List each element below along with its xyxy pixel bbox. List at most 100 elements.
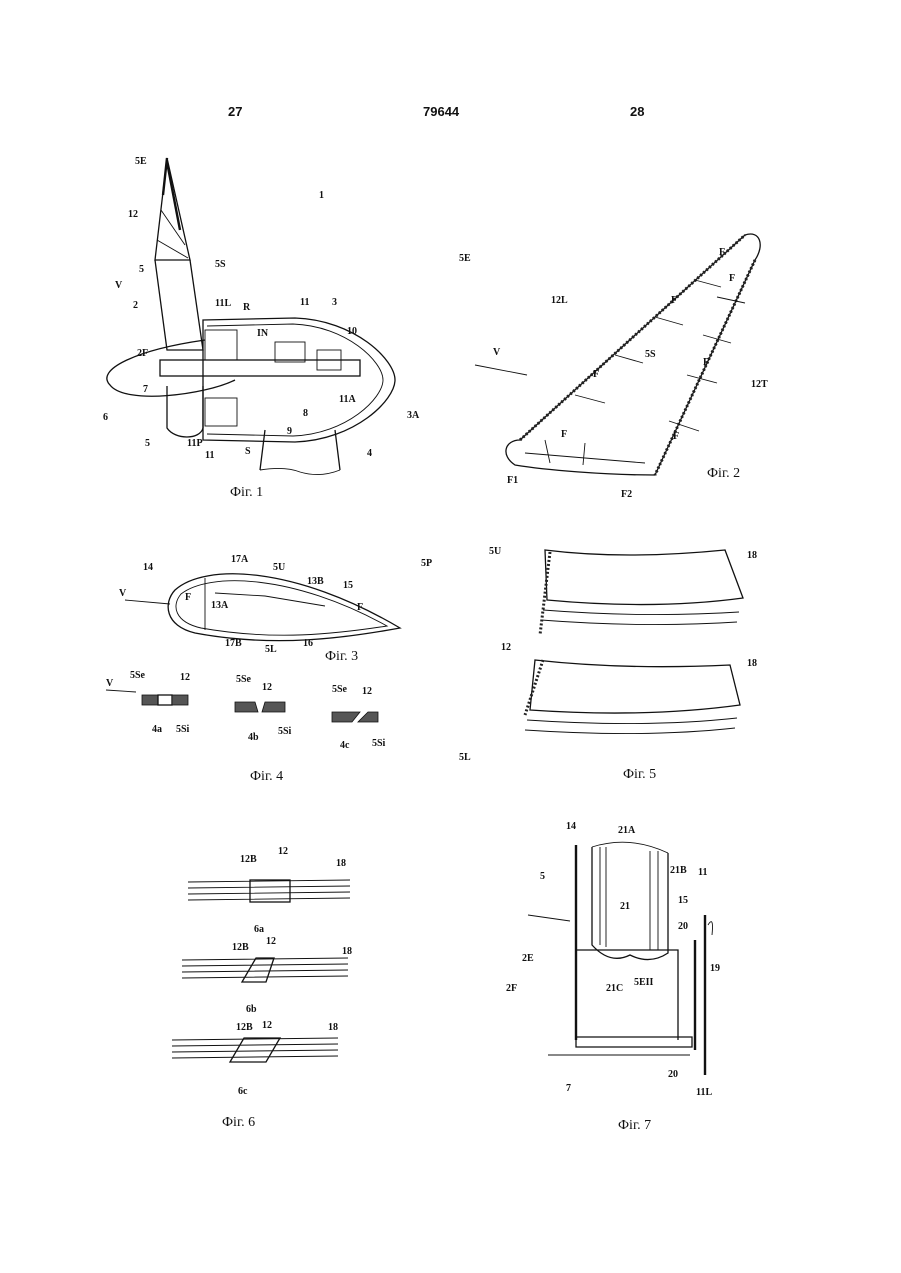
fig3-label: 15 <box>343 580 353 591</box>
fig7-label: 5 <box>540 871 545 882</box>
fig2-label: F <box>593 369 599 380</box>
figure-1: Фіг. 1 5E 12 5S 5 V 2 11L R 11 3 1 IN 10… <box>95 150 435 505</box>
fig7-label: 20 <box>678 921 688 932</box>
page-number-left: 27 <box>228 104 242 119</box>
fig6-label: 18 <box>336 858 346 869</box>
fig3-label: 5P <box>421 558 432 569</box>
figure-5-caption: Фіг. 5 <box>623 767 656 782</box>
fig4-label: 5Se <box>332 684 348 695</box>
fig4-label: 4a <box>152 724 162 735</box>
fig1-label: 11P <box>187 438 203 449</box>
fig5-label: 5L <box>459 752 471 763</box>
figure-2-caption: Фіг. 2 <box>707 466 740 481</box>
fig2-label: F2 <box>621 489 632 500</box>
fig6-label: 12B <box>240 854 257 865</box>
fig4-label: 5Si <box>176 724 190 735</box>
fig3-label: 5L <box>265 644 277 655</box>
page-number-right: 28 <box>630 104 644 119</box>
fig2-label: F <box>729 273 735 284</box>
fig7-label: 15 <box>678 895 688 906</box>
fig1-label: 4 <box>367 448 372 459</box>
fig4-label: 12 <box>262 682 272 693</box>
fig5-label: 18 <box>747 550 757 561</box>
fig1-label: 3A <box>407 410 420 421</box>
fig3-label: F <box>357 602 363 613</box>
fig1-label: 2 <box>133 300 138 311</box>
fig1-label: S <box>245 446 251 457</box>
fig7-label: 11 <box>698 867 707 878</box>
fig1-label: 12 <box>128 209 138 220</box>
figure-7: Фіг. 7 14 21A 5 21B 11 15 21 20 2E 19 2F… <box>500 815 760 1140</box>
fig3-label: 17A <box>231 554 249 565</box>
fig4-label: 5Si <box>278 726 292 737</box>
fig1-label: 8 <box>303 408 308 419</box>
fig1-label: 6 <box>103 412 108 423</box>
fig1-label: 2F <box>137 348 148 359</box>
figure-3: Фіг. 3 14 17A 5U 13B 15 5P V F 13A F 17B… <box>115 548 445 673</box>
fig4-label: 4b <box>248 732 259 743</box>
fig7-label: 21B <box>670 865 687 876</box>
fig1-label: 7 <box>143 384 148 395</box>
fig6-label: 6b <box>246 1004 257 1015</box>
fig1-label: 5E <box>135 156 147 167</box>
fig1-label: 5 <box>139 264 144 275</box>
fig7-label: 2F <box>506 983 517 994</box>
fig1-label: 11 <box>300 297 309 308</box>
fig6-label: 18 <box>342 946 352 957</box>
fig1-label: 11 <box>205 450 214 461</box>
fig1-label: 5S <box>215 259 226 270</box>
fig5-label: 5U <box>489 546 501 557</box>
fig7-label: 5EII <box>634 977 654 988</box>
fig3-label: 17B <box>225 638 242 649</box>
fig4-label: 5Se <box>236 674 252 685</box>
fig6-label: 6c <box>238 1086 248 1097</box>
fig7-label: 21 <box>620 901 630 912</box>
fig4-label: 5Se <box>130 670 146 681</box>
fig6-label: 12 <box>266 936 276 947</box>
fig6-label: 12B <box>232 942 249 953</box>
fig1-label: 9 <box>287 426 292 437</box>
fig1-label: V <box>115 280 123 291</box>
document-number: 79644 <box>423 104 459 119</box>
fig7-label: 19 <box>710 963 720 974</box>
fig2-label: F1 <box>507 475 518 486</box>
fig3-label: F <box>185 592 191 603</box>
fig5-label: 12 <box>501 642 511 653</box>
fig6-label: 6a <box>254 924 264 935</box>
fig3-label: 5U <box>273 562 285 573</box>
figure-1-caption: Фіг. 1 <box>230 485 263 500</box>
fig1-label: 1 <box>319 190 324 201</box>
fig7-label: 21A <box>618 825 636 836</box>
fig2-label: F <box>673 431 679 442</box>
fig2-label: V <box>493 347 501 358</box>
fig5-label: 18 <box>747 658 757 669</box>
fig1-label: 5 <box>145 438 150 449</box>
fig2-label: F <box>561 429 567 440</box>
fig2-label: 5E <box>459 253 471 264</box>
fig1-label: R <box>243 302 251 313</box>
fig2-label: 12L <box>551 295 568 306</box>
fig1-label: 3 <box>332 297 337 308</box>
figure-4-caption: Фіг. 4 <box>250 769 283 784</box>
fig1-label: IN <box>257 328 269 339</box>
fig1-label: 10 <box>347 326 357 337</box>
fig2-label: F <box>671 295 677 306</box>
fig4-label: 4c <box>340 740 350 751</box>
fig3-label: 13B <box>307 576 324 587</box>
fig1-label: 11L <box>215 298 231 309</box>
fig4-label: 12 <box>362 686 372 697</box>
figure-6: Фіг. 6 12B 12 18 6a 12B 12 18 6b 12B 12 … <box>170 840 370 1135</box>
figure-5: Фіг. 5 5U 18 12 18 5L <box>455 540 775 790</box>
fig3-label: 16 <box>303 638 313 649</box>
fig7-label: 11L <box>696 1087 712 1098</box>
fig2-label: F <box>703 357 709 368</box>
fig6-label: 12 <box>262 1020 272 1031</box>
fig4-label: 12 <box>180 672 190 683</box>
fig3-label: 13A <box>211 600 229 611</box>
figure-3-caption: Фіг. 3 <box>325 649 358 664</box>
fig7-label: 2E <box>522 953 534 964</box>
fig2-label: F <box>719 247 725 258</box>
fig4-label: 5Si <box>372 738 386 749</box>
fig3-label: 14 <box>143 562 153 573</box>
fig6-label: 12 <box>278 846 288 857</box>
